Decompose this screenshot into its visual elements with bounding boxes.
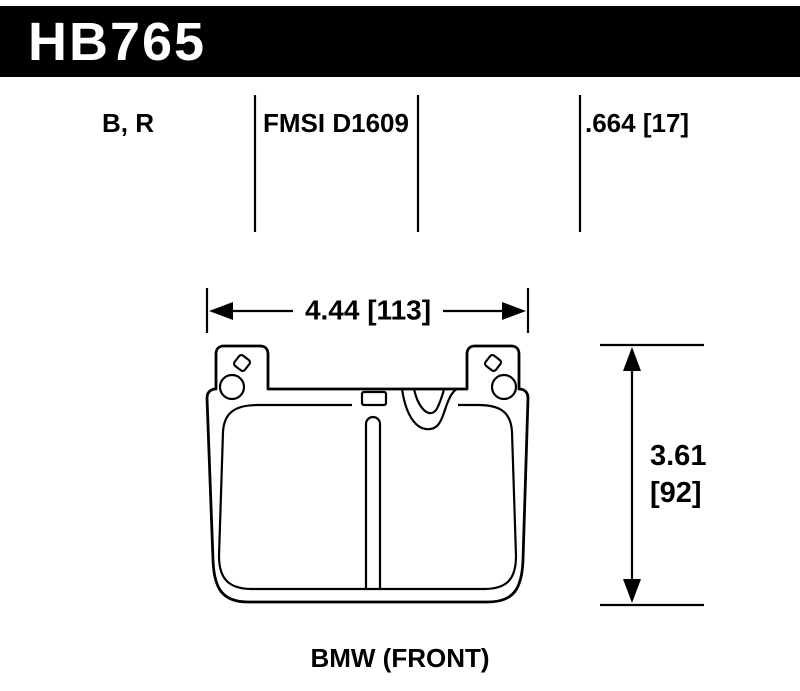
center-slot xyxy=(364,415,382,590)
brake-pad-drawing xyxy=(205,344,530,604)
part-number: HB765 xyxy=(28,11,207,72)
pad-thickness: .664 [17] xyxy=(585,108,690,138)
spec-table-dividers xyxy=(253,95,582,232)
height-dimension-arrows xyxy=(600,343,704,607)
height-dimension-mm: [92] xyxy=(650,477,702,509)
pad-inner-contour xyxy=(217,403,518,591)
header-bar: HB765 xyxy=(0,6,800,77)
center-rect-hole xyxy=(360,390,388,407)
arrowhead-right xyxy=(502,302,526,320)
guide-hole-right xyxy=(490,373,518,401)
guide-hole-left xyxy=(218,373,246,401)
center-notch xyxy=(400,388,458,431)
fmsi-number: FMSI D1609 xyxy=(263,108,409,138)
pad-outline xyxy=(205,344,530,604)
center-notch-inner xyxy=(412,388,446,415)
arrowhead-down xyxy=(623,579,641,603)
width-dimension-label: 4.44 [113] xyxy=(292,294,444,327)
ear-hole-right xyxy=(483,353,503,373)
ear-hole-left xyxy=(232,353,252,373)
height-dimension-label: 3.61 [92] xyxy=(650,438,706,512)
height-dimension-inches: 3.61 xyxy=(650,440,707,472)
compound-codes: B, R xyxy=(102,108,154,138)
arrowhead-left xyxy=(209,302,233,320)
arrowhead-up xyxy=(623,347,641,371)
application-caption: BMW (FRONT) xyxy=(310,643,490,673)
